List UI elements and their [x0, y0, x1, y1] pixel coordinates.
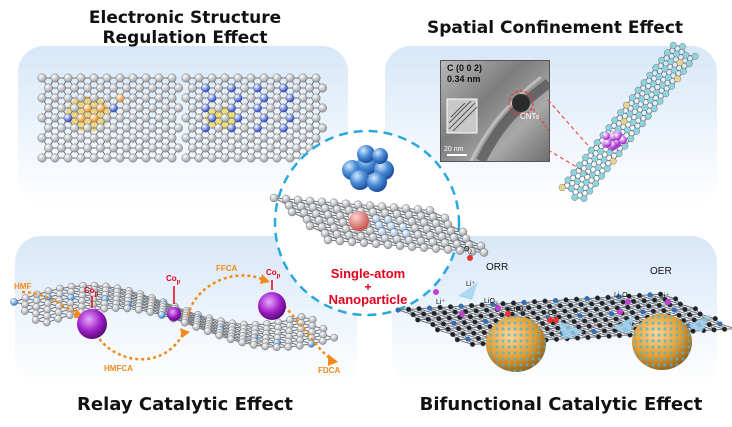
bif-lio2-label: LiO2: [484, 298, 498, 308]
center-label-line3: Nanoparticle: [328, 292, 408, 307]
relay-co-label-2: Cop: [166, 274, 181, 286]
bif-li2o2-label-b: Li₂O₂: [614, 292, 631, 299]
center-nanoparticle: [342, 145, 394, 192]
title-electronic-line2: Regulation Effect: [102, 28, 268, 48]
title-spatial: Spatial Confinement Effect: [426, 18, 684, 38]
bif-li-label-3: Li⁺: [660, 293, 670, 300]
bif-orr-label: ORR: [486, 262, 509, 273]
tem-scale-label: 20 nm: [444, 146, 464, 153]
relay-co-label-3: Cop: [266, 268, 281, 280]
bif-o2-label-a: O2: [464, 246, 473, 256]
graphene-sheet-doped: [37, 73, 183, 163]
tem-spacing-label: 0.34 nm: [447, 74, 481, 84]
relay-co-label-1: Cop: [84, 286, 99, 298]
bif-o2-label-b: O2: [548, 310, 557, 320]
bif-oer-label: OER: [650, 266, 672, 277]
relay-ffca-label: FFCA: [216, 264, 238, 273]
relay-clusters: [77, 280, 286, 339]
graphene-sheet-nitrogen: [181, 73, 327, 163]
center-single-atom: [349, 211, 369, 231]
bif-li2o2-label-a: Li₂O₂: [510, 306, 527, 313]
center-label-line1: Single-atom: [330, 266, 406, 281]
title-bifunctional: Bifunctional Catalytic Effect: [419, 394, 703, 415]
title-electronic-line1: Electronic Structure: [88, 8, 282, 28]
bifunctional-particles: [433, 255, 710, 372]
relay-hmf-label: HMF: [14, 282, 32, 291]
tem-cnts-label: CNTs: [520, 112, 540, 121]
bif-li-label-2: Li⁺: [466, 281, 476, 288]
carbon-nanotube: [558, 41, 699, 202]
relay-hmfca-label: HMFCA: [104, 364, 133, 373]
bif-li-label-1: Li⁺: [436, 299, 446, 306]
center-label-line2: +: [364, 280, 372, 294]
tem-plane-label: C (0 0 2): [447, 63, 483, 73]
title-relay: Relay Catalytic Effect: [77, 394, 293, 415]
relay-fdca-label: FDCA: [318, 366, 341, 375]
